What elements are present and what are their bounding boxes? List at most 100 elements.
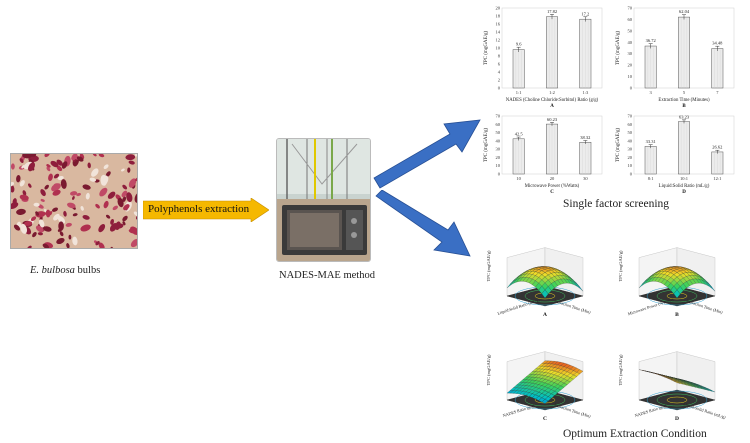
y-tick-label: 60 xyxy=(628,122,633,127)
bulbs-image xyxy=(11,154,137,248)
data-label: 17.82 xyxy=(547,9,557,14)
microwave-image xyxy=(277,139,370,261)
bulb-shape xyxy=(59,231,64,237)
surface-facet xyxy=(541,289,549,299)
bulb-shape xyxy=(27,245,32,248)
bulb-shape xyxy=(95,241,100,246)
y-tick-label: 40 xyxy=(496,138,501,143)
data-label: 42.5 xyxy=(515,132,524,137)
x-axis-label: Liquid:Solid Ratio (mL/g) xyxy=(659,184,710,189)
y-tick-label: 60 xyxy=(628,17,633,22)
y-tick-label: 2 xyxy=(498,78,500,83)
y-axis-label: TPC (mgGAE/g) xyxy=(616,128,621,163)
y-tick-label: 70 xyxy=(628,114,633,119)
y-tick-label: 40 xyxy=(628,40,633,45)
y-tick-label: 4 xyxy=(498,70,501,75)
bulb-shape xyxy=(65,222,72,227)
data-label: 63.23 xyxy=(679,114,690,119)
y-tick-label: 16 xyxy=(496,22,501,27)
surface-plot-d-svg: TPC (mgGAE/g)NADES Ratio (g/g)Liquid:Sol… xyxy=(618,351,727,422)
bulb-shape xyxy=(19,194,29,201)
x-axis-label: Extraction Time (Minutes) xyxy=(658,98,710,103)
bulb-shape xyxy=(110,218,115,225)
y-tick-label: 10 xyxy=(496,46,501,51)
bulb-shape xyxy=(134,192,137,203)
bulb-cluster xyxy=(11,154,137,248)
bulb-shape xyxy=(51,183,61,192)
x-axis-label: Extraction Time (Min) xyxy=(554,298,592,315)
data-label: 9.6 xyxy=(516,42,522,47)
y-tick-label: 50 xyxy=(628,28,633,33)
bulb-shape xyxy=(19,180,25,187)
bulb-shape xyxy=(42,243,49,248)
bulb-shape xyxy=(48,173,53,182)
bulb-shape xyxy=(45,209,51,218)
bulb-shape xyxy=(105,171,111,177)
bulb-shape xyxy=(80,224,91,232)
y-tick-label: 10 xyxy=(628,163,633,168)
data-label: 62.04 xyxy=(679,9,690,14)
bulb-shape xyxy=(28,183,32,188)
y-tick-label: 20 xyxy=(496,155,501,160)
bulb-shape xyxy=(95,203,100,209)
x-tick-label: 5 xyxy=(683,90,686,95)
y-tick-label: 30 xyxy=(628,147,633,152)
y-tick-label: 70 xyxy=(496,114,501,119)
bulb-shape xyxy=(16,208,26,215)
bulb-shape xyxy=(105,214,111,219)
x-axis-label: Liquid:Solid Ratio (mL/g) xyxy=(683,401,727,420)
bulb-shape xyxy=(61,161,68,169)
y-tick-label: 20 xyxy=(628,155,633,160)
y-tick-label: 50 xyxy=(496,130,501,135)
y-axis-label: NADES Ratio (g/g) xyxy=(634,403,668,418)
y-axis-label: TPC (mgGAE/g) xyxy=(484,31,489,66)
bulb-shape xyxy=(127,167,131,173)
data-label: 60.23 xyxy=(547,117,558,122)
bulb-shape xyxy=(46,166,51,172)
surface-facet xyxy=(673,289,681,299)
y-tick-label: 60 xyxy=(496,122,501,127)
bulb-shape xyxy=(40,189,46,197)
x-tick-label: 10 xyxy=(516,176,521,181)
bulb-shape xyxy=(63,210,67,217)
bulb-shape xyxy=(85,192,90,200)
bulb-shape xyxy=(123,204,130,211)
y-tick-label: 14 xyxy=(496,30,501,35)
panel-letter: B xyxy=(682,104,686,109)
bulb-caption: E. bulbosa bulbs xyxy=(30,265,100,276)
y-tick-label: 6 xyxy=(498,62,501,67)
bulb-shape xyxy=(98,223,106,233)
x-axis-label: Extraction Time (Min) xyxy=(686,298,724,315)
panel-letter: D xyxy=(675,416,679,422)
bulb-shape xyxy=(126,192,133,203)
x-tick-label: 12:1 xyxy=(713,176,721,181)
microwave-photo xyxy=(276,138,371,262)
bulb-caption-rest: bulbs xyxy=(74,265,101,276)
bulb-shape xyxy=(11,163,15,170)
bulb-shape xyxy=(82,215,90,220)
bulb-shape xyxy=(109,223,118,232)
bulb-shape xyxy=(52,189,61,196)
y-tick-label: 40 xyxy=(628,138,633,143)
bulb-shape xyxy=(44,184,49,190)
bulb-shape xyxy=(98,242,105,248)
panel-letter: C xyxy=(543,416,547,422)
bulb-shape xyxy=(89,177,97,182)
z-axis-label: TPC (mgGAE/g) xyxy=(618,250,623,281)
panel-letter: B xyxy=(675,312,679,318)
bulb-shape xyxy=(103,200,109,209)
surface-facet xyxy=(541,399,549,404)
y-tick-label: 0 xyxy=(498,172,501,177)
panel-letter: C xyxy=(550,190,554,195)
bulb-shape xyxy=(40,198,45,202)
extraction-arrow xyxy=(143,198,269,222)
bulb-shape xyxy=(125,154,136,161)
bulb-shape xyxy=(122,221,126,226)
y-axis-label: NADES Ratio (g/g) xyxy=(502,403,536,418)
bulb-shape xyxy=(53,173,60,179)
bulb-shape xyxy=(130,226,137,235)
bulb-shape xyxy=(107,191,116,199)
